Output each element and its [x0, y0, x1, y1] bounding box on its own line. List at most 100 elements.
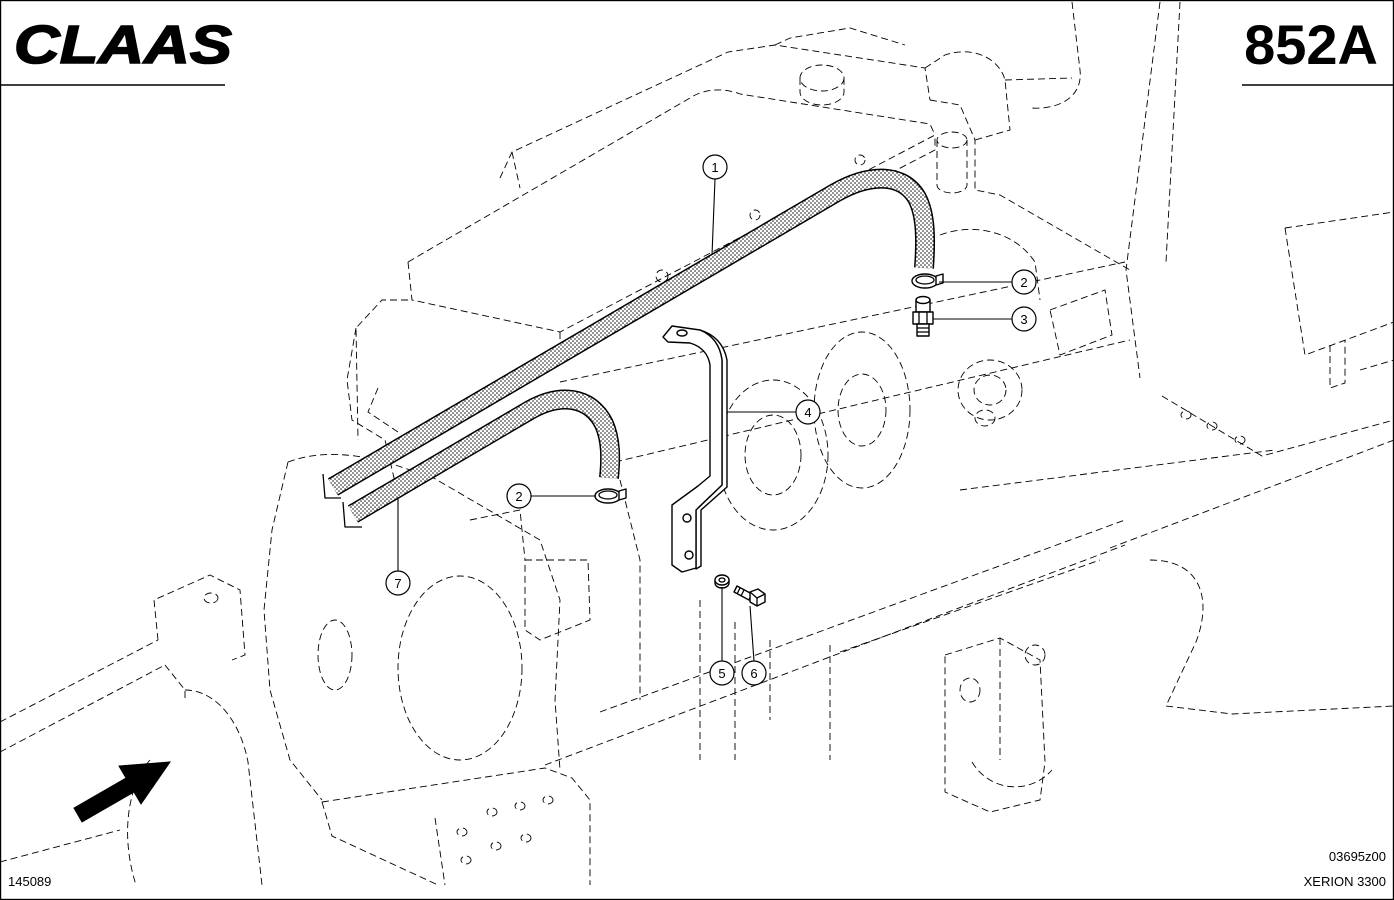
callout-2-upper[interactable]: 2 — [939, 269, 1037, 295]
page-code: 852A — [1244, 13, 1378, 76]
frame-rail-left — [0, 639, 159, 723]
block-line — [559, 261, 1126, 383]
hose-1-fill — [328, 170, 934, 495]
header: CLAAS 852A — [0, 13, 1394, 86]
axle-housing — [184, 689, 263, 886]
crossbeam — [321, 801, 439, 886]
block-front — [419, 469, 561, 771]
filler-cap-body — [799, 78, 845, 106]
crossbeam-hole — [460, 855, 472, 865]
callout-label: 7 — [394, 576, 401, 591]
washer-face — [714, 574, 730, 586]
bolt — [733, 585, 766, 607]
callout-6[interactable]: 6 — [741, 605, 767, 686]
crossbeam-hole — [486, 807, 498, 817]
rocker-block-top — [774, 27, 906, 46]
clamp-inner — [598, 490, 618, 500]
right-mount-hole — [1024, 644, 1046, 666]
hose-fitting — [912, 295, 934, 337]
idler-pulley — [957, 359, 1023, 421]
claas-logo: CLAAS — [14, 15, 232, 75]
bracket-hole-top — [676, 329, 688, 337]
view-direction-arrow — [73, 761, 172, 823]
right-mount-hook — [971, 761, 1053, 788]
bolt-head-edge — [749, 591, 766, 606]
fan-shroud — [939, 228, 1041, 301]
frame-rail-left — [0, 664, 166, 753]
callout-bubble[interactable] — [741, 660, 767, 686]
callout-1[interactable]: 1 — [702, 154, 728, 256]
callout-label: 5 — [718, 666, 725, 681]
valve-cover-top-edge — [407, 89, 936, 263]
callout-bubble[interactable] — [795, 399, 821, 425]
callout-4[interactable]: 4 — [727, 399, 821, 425]
hose-clamp-lower — [594, 488, 627, 504]
fitting-thread — [916, 323, 930, 337]
clamp-inner — [915, 275, 935, 285]
callout-bubble[interactable] — [702, 154, 728, 180]
bell-housing-outline — [263, 461, 323, 801]
callout-bubble[interactable] — [385, 570, 411, 596]
rear-block-outline — [924, 51, 1011, 141]
crossbeam-hole — [542, 795, 554, 805]
right-mount-hole — [959, 677, 981, 703]
crossbeam — [321, 767, 591, 885]
pulley-outer — [717, 379, 829, 531]
callout-7[interactable]: 7 — [385, 499, 411, 596]
callout-label: 6 — [750, 666, 757, 681]
cab-support — [1284, 211, 1394, 229]
callout-label: 4 — [804, 405, 811, 420]
mount-bracket — [524, 559, 591, 641]
model-name: XERION 3300 — [1304, 874, 1386, 889]
rear-block-side — [929, 99, 1131, 271]
cross-member — [959, 449, 1276, 491]
leader-line — [711, 178, 716, 256]
inspection-opening — [317, 619, 353, 691]
rear-block-edge — [1004, 77, 1073, 81]
frame-rail-right — [1109, 439, 1394, 549]
idler-bolt — [974, 409, 996, 427]
frame-rail-low — [0, 829, 121, 863]
main-rail-inner — [839, 559, 1101, 653]
fitting-thread-lines — [917, 327, 929, 333]
footer: 145089 03695z00 XERION 3300 — [8, 849, 1386, 889]
left-mount — [153, 574, 246, 661]
main-rail — [544, 544, 1126, 766]
callout-label: 1 — [711, 160, 718, 175]
callout-5[interactable]: 5 — [709, 587, 735, 686]
mount-bracket-edge — [469, 509, 526, 561]
hose-1-end — [322, 473, 341, 499]
frame-hole — [1206, 421, 1218, 431]
clamp-tab — [618, 488, 627, 501]
side-block — [1049, 289, 1113, 356]
washer-hole — [718, 577, 726, 583]
callout-bubble[interactable] — [1011, 306, 1037, 332]
right-mount — [944, 637, 1046, 813]
hose-7-end — [342, 501, 362, 528]
callout-bubble[interactable] — [506, 483, 532, 509]
frame-post — [1125, 1, 1161, 379]
callout-bubble[interactable] — [1011, 269, 1037, 295]
callout-bubble[interactable] — [709, 660, 735, 686]
bolt-boss — [854, 154, 866, 166]
engine-block-left — [355, 299, 408, 441]
engine-block-rib — [367, 387, 399, 433]
left-mount-hole — [203, 592, 219, 604]
frame-hole — [1234, 435, 1246, 445]
crossbeam-hole — [490, 841, 502, 851]
bolt-boss — [749, 209, 761, 221]
bracket-strap — [662, 325, 723, 573]
callout-2-lower[interactable]: 2 — [506, 483, 596, 509]
cab-support — [1284, 227, 1394, 356]
callout-label: 2 — [515, 489, 522, 504]
main-rail — [599, 519, 1126, 713]
crossbeam-hole — [514, 801, 526, 811]
rocker-block-outline — [499, 44, 931, 179]
hose-bracket — [662, 325, 728, 573]
hose-7-fill — [348, 391, 619, 522]
cab-support-tab — [1329, 340, 1346, 389]
callout-3[interactable]: 3 — [933, 306, 1037, 332]
damper-hub — [837, 373, 887, 447]
upper-pipe — [1029, 1, 1081, 109]
